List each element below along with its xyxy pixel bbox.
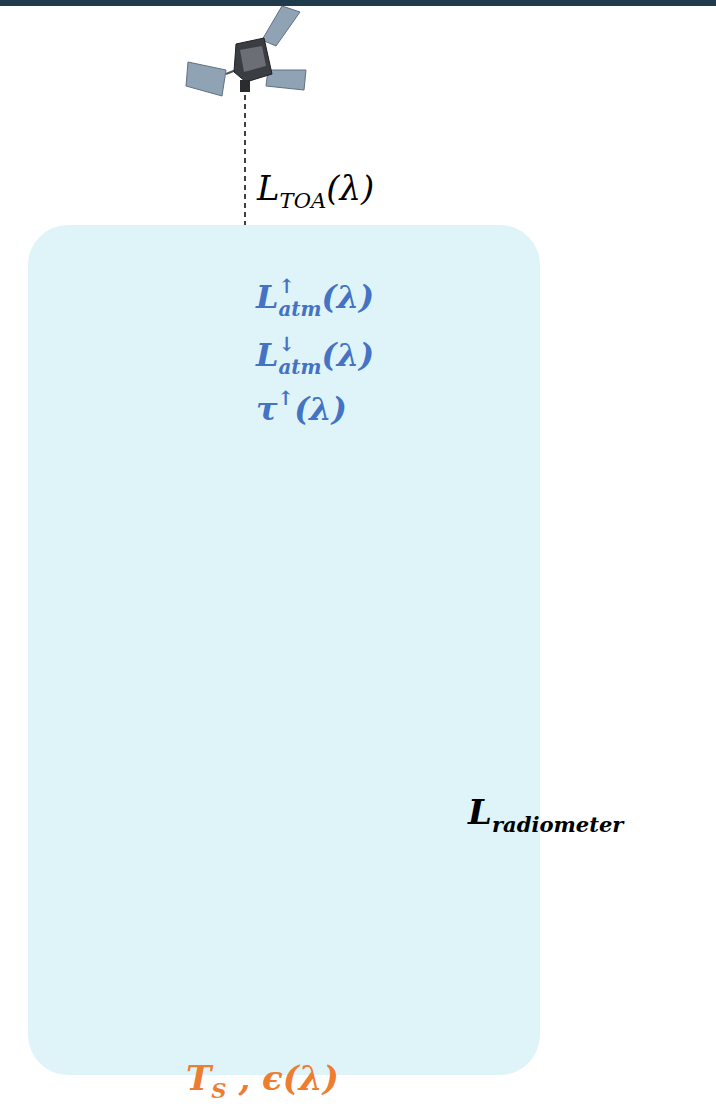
text-part: , ϵ(λ) <box>227 1058 339 1098</box>
atmosphere-band: L↑atm(λ)L↓atm(λ)τ↑(λ) <box>28 225 540 1075</box>
text-part: atm <box>279 297 322 321</box>
satellite-icon <box>186 6 306 96</box>
text-part: radiometer <box>492 812 624 837</box>
text-part: (λ) <box>326 168 374 208</box>
text-part: L <box>256 278 279 316</box>
text-part: L <box>257 168 280 208</box>
radiometer-label: Lradiometer <box>468 792 623 838</box>
radiance-term: L↑atm(λ) <box>256 275 374 322</box>
surface-label: TS , ϵ(λ) <box>186 1058 339 1104</box>
text-part: L <box>468 792 492 832</box>
text-part: L <box>256 336 279 374</box>
text-part: T <box>186 1058 211 1098</box>
text-part: τ <box>256 390 278 428</box>
top-strip <box>0 0 716 6</box>
text-part: (λ) <box>322 336 375 374</box>
radiance-term: τ↑(λ) <box>256 387 347 428</box>
toa-radiance-label: LTOA(λ) <box>257 168 374 214</box>
radiance-term: L↓atm(λ) <box>256 333 374 380</box>
text-part: (λ) <box>322 278 375 316</box>
text-part: ↑ <box>278 386 295 410</box>
text-part: TOA <box>280 188 327 213</box>
text-part: (λ) <box>294 390 347 428</box>
text-part: atm <box>279 355 322 379</box>
text-part: S <box>211 1078 226 1103</box>
